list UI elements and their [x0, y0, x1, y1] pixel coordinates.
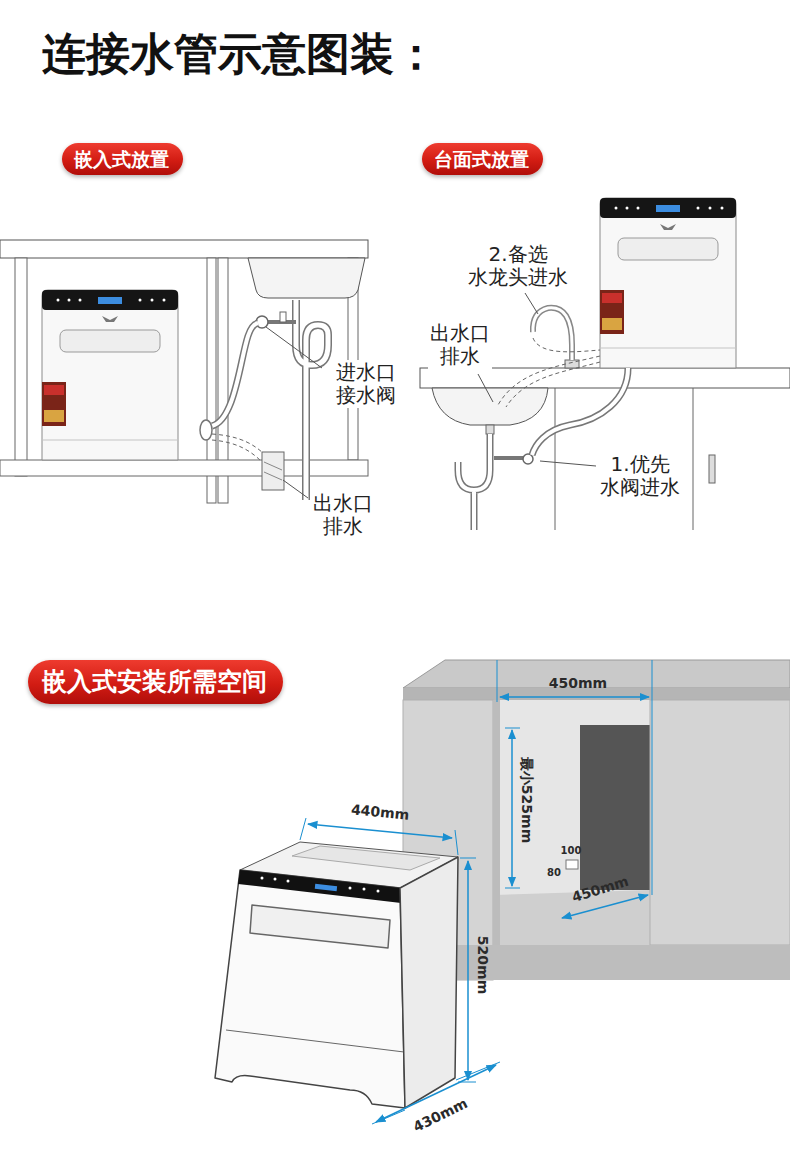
recess-back-wall	[500, 700, 650, 895]
dimension-label: 520mm	[475, 936, 491, 994]
drain-hose	[506, 362, 600, 407]
door-handle	[709, 455, 715, 483]
built-in-scene	[0, 240, 368, 503]
button	[377, 890, 380, 893]
dishwasher-front	[215, 870, 405, 1108]
dimension-line	[511, 730, 513, 886]
control-strip	[238, 870, 401, 903]
badge-text: 台面式放置	[434, 143, 529, 175]
callout-label: 出水口 排水	[311, 491, 375, 539]
dimension-line	[500, 696, 649, 698]
door-handle	[250, 905, 390, 948]
door-line	[226, 1030, 404, 1052]
valve-handle	[280, 312, 286, 322]
button	[261, 877, 264, 880]
extension-line	[652, 660, 653, 895]
dishwasher-lid	[292, 846, 440, 870]
dishwasher	[42, 290, 178, 460]
leader-line	[525, 293, 538, 314]
sink-basin	[248, 258, 365, 298]
badge-text: 嵌入式放置	[74, 143, 169, 175]
alt-inlet-hose	[533, 338, 600, 352]
badge-text: 嵌入式安装所需空间	[42, 660, 267, 704]
recess-scene	[215, 660, 790, 1124]
display	[315, 884, 337, 891]
drain-trap	[458, 434, 490, 530]
extension-line	[505, 728, 520, 729]
standpipe-stripe	[264, 462, 282, 470]
dimension-label: 430mm	[410, 1095, 470, 1135]
title-badge: 嵌入式安装所需空间	[28, 660, 283, 704]
right-cabinet	[650, 700, 790, 945]
countertop	[420, 368, 790, 388]
leader-line	[478, 374, 493, 402]
cabinet-line	[693, 388, 694, 530]
page-title: 连接水管示意图装：	[42, 28, 438, 81]
dimension-label: 450mm	[549, 675, 607, 691]
inlet-hose-inner	[212, 323, 258, 426]
dimension-line	[308, 824, 452, 838]
dimension-label: 100	[561, 845, 582, 857]
hose-port	[200, 420, 212, 440]
title-badge: 台面式放置	[422, 143, 543, 175]
callout-label: 进水口 接水阀	[334, 360, 398, 408]
button	[363, 888, 366, 891]
sink-basin	[432, 388, 548, 425]
water-pipe	[494, 456, 524, 460]
pipe-hole	[566, 860, 578, 869]
dishwasher	[600, 198, 736, 368]
leader-line	[540, 461, 596, 466]
dimension-label: 450mm	[570, 873, 631, 905]
dishwasher-side	[400, 857, 458, 1108]
standpipe	[262, 452, 284, 490]
dimension-label: 最小525mm	[519, 757, 535, 843]
plinth	[403, 945, 790, 980]
dimension-label: 440mm	[350, 801, 410, 823]
inlet-hose	[532, 368, 628, 455]
leader-line	[266, 327, 322, 368]
extension-line	[497, 660, 498, 702]
drain-hose	[212, 434, 268, 458]
recess-shadow	[580, 725, 650, 890]
dimension-label: 80	[547, 867, 561, 879]
button	[274, 878, 277, 881]
button	[287, 880, 290, 883]
drain-trap-inner	[458, 434, 490, 530]
cabinet-post	[15, 258, 27, 476]
inlet-hose-inner	[532, 368, 628, 455]
cabinet-shelf	[0, 460, 368, 476]
extension-line	[505, 888, 520, 889]
countertop-scene	[420, 198, 790, 530]
button	[349, 887, 352, 890]
countertop	[0, 240, 368, 258]
leader-line	[283, 480, 308, 498]
left-cabinet-side	[493, 700, 500, 945]
callout-label: 2.备选 水龙头进水	[466, 242, 570, 290]
drain-hose	[498, 356, 600, 405]
dimension-line	[467, 861, 469, 1080]
callout-label: 出水口 排水	[428, 321, 492, 369]
water-valve	[523, 454, 533, 464]
extension-line	[460, 858, 476, 859]
standpipe-stripe	[264, 472, 282, 480]
extension-line	[456, 1062, 500, 1080]
title-badge: 嵌入式放置	[62, 143, 183, 175]
extension-line	[300, 818, 306, 840]
sink-drain	[486, 425, 494, 434]
drain-trap	[296, 300, 328, 500]
cabinet-line	[555, 388, 556, 530]
inlet-hose	[212, 323, 258, 426]
callout-label: 1.优先 水阀进水	[598, 452, 682, 500]
drain-hose	[212, 440, 262, 462]
extension-line	[455, 830, 458, 855]
drain-trap-inner	[296, 300, 328, 500]
